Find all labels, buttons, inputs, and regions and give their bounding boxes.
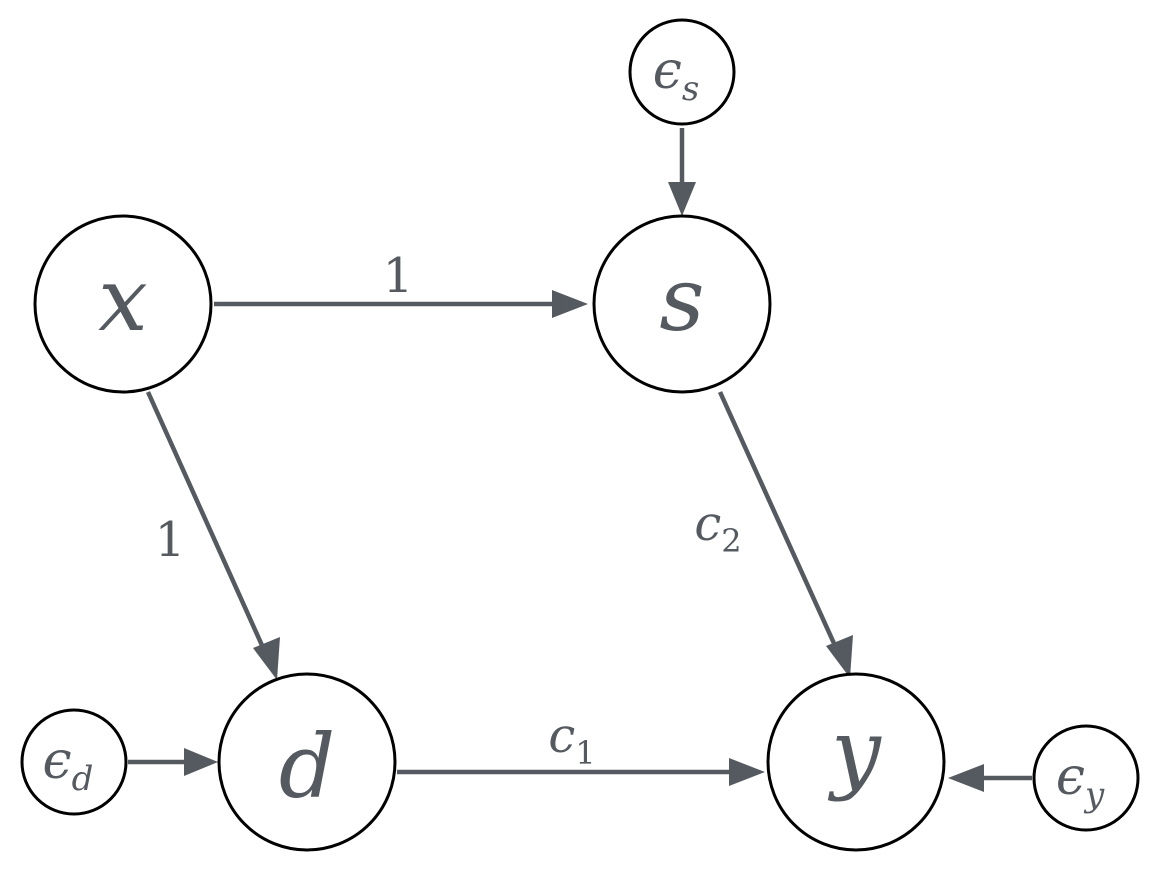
node-eps-d-subscript: d: [72, 759, 94, 799]
node-s-label: s: [659, 248, 704, 351]
node-x-circle: [33, 214, 213, 394]
edge-label-x-to-d: 1: [155, 512, 186, 568]
node-eps-s-symbol: ϵ: [653, 41, 682, 101]
edge-x-to-d: [145, 391, 268, 653]
edge-label-x-to-s: 1: [383, 248, 414, 304]
node-eps-y-label: ϵy: [1056, 747, 1105, 815]
arrowhead-x-to-d: [253, 637, 280, 680]
node-eps-y-symbol: ϵ: [1056, 747, 1085, 807]
edge-label-d-to-y-sub: 1: [575, 734, 595, 772]
node-s: s: [592, 214, 772, 394]
node-eps-y: ϵy: [1032, 724, 1140, 832]
node-y-label: y: [827, 700, 882, 803]
edges: [128, 128, 1032, 792]
arrowhead-s-to-y: [826, 635, 853, 678]
node-eps-s-label: ϵs: [653, 41, 700, 109]
arrowhead-d-to-y: [729, 758, 765, 786]
node-eps-y-subscript: y: [1083, 775, 1105, 815]
edge-labels: 1 1 c1 c2: [155, 248, 742, 772]
arrowhead-eps-d-to-d: [184, 748, 218, 776]
node-eps-s: ϵs: [628, 18, 736, 126]
node-eps-d-circle: [20, 708, 128, 816]
node-x-label: x: [98, 248, 148, 351]
edge-label-s-to-y-sub: 2: [721, 522, 741, 560]
node-eps-s-subscript: s: [682, 69, 699, 109]
node-eps-y-circle: [1032, 724, 1140, 832]
edge-label-s-to-y: c2: [694, 496, 741, 560]
node-d-label: d: [279, 715, 335, 818]
node-x: x: [33, 214, 213, 394]
arrowhead-eps-s-to-s: [668, 182, 696, 216]
edge-s-to-y: [717, 391, 840, 651]
node-d: d: [217, 672, 397, 852]
node-d-circle: [217, 672, 397, 852]
node-eps-d-symbol: ϵ: [43, 731, 72, 791]
node-s-circle: [592, 214, 772, 394]
node-y-circle: [766, 672, 946, 852]
node-eps-d-label: ϵd: [43, 731, 94, 799]
node-eps-s-circle: [628, 18, 736, 126]
node-y: y: [766, 672, 946, 852]
node-eps-d: ϵd: [20, 708, 128, 816]
edge-label-d-to-y-main: c: [548, 708, 575, 764]
edge-label-d-to-y: c1: [548, 708, 595, 772]
arrowhead-eps-y-to-y: [948, 764, 984, 792]
arrowhead-x-to-s: [552, 290, 588, 318]
edge-label-s-to-y-main: c: [694, 496, 721, 552]
